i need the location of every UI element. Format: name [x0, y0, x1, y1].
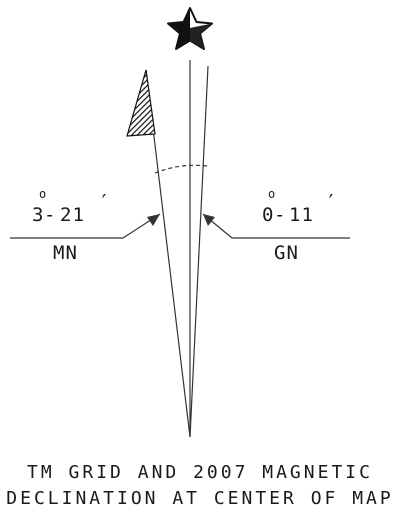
- gn-separator: -: [274, 204, 287, 226]
- caption-line-1: TM GRID AND 2007 MAGNETIC: [27, 462, 373, 483]
- gn-leader: [202, 213, 350, 239]
- gn-label: GN: [274, 242, 299, 264]
- mn-degrees: 3: [32, 204, 45, 226]
- mn-minute-symbol: ′: [98, 190, 111, 214]
- mn-leader: [10, 213, 161, 239]
- mn-separator: -: [44, 204, 57, 226]
- gn-degrees: 0: [262, 204, 275, 226]
- magnetic-north-half-arrow-icon: [126, 69, 156, 137]
- true-north-star-icon: [167, 7, 213, 50]
- gn-minutes: 11: [289, 204, 314, 226]
- gn-minute-symbol: ′: [325, 190, 338, 214]
- declination-arc: [154, 164, 208, 174]
- gn-degree-symbol: o: [268, 187, 276, 201]
- mn-minutes: 21: [60, 204, 85, 226]
- grid-north-line: [189, 65, 209, 438]
- mn-degree-symbol: o: [39, 187, 47, 201]
- caption-line-2: DECLINATION AT CENTER OF MAP: [6, 488, 394, 509]
- mn-label: MN: [53, 242, 78, 264]
